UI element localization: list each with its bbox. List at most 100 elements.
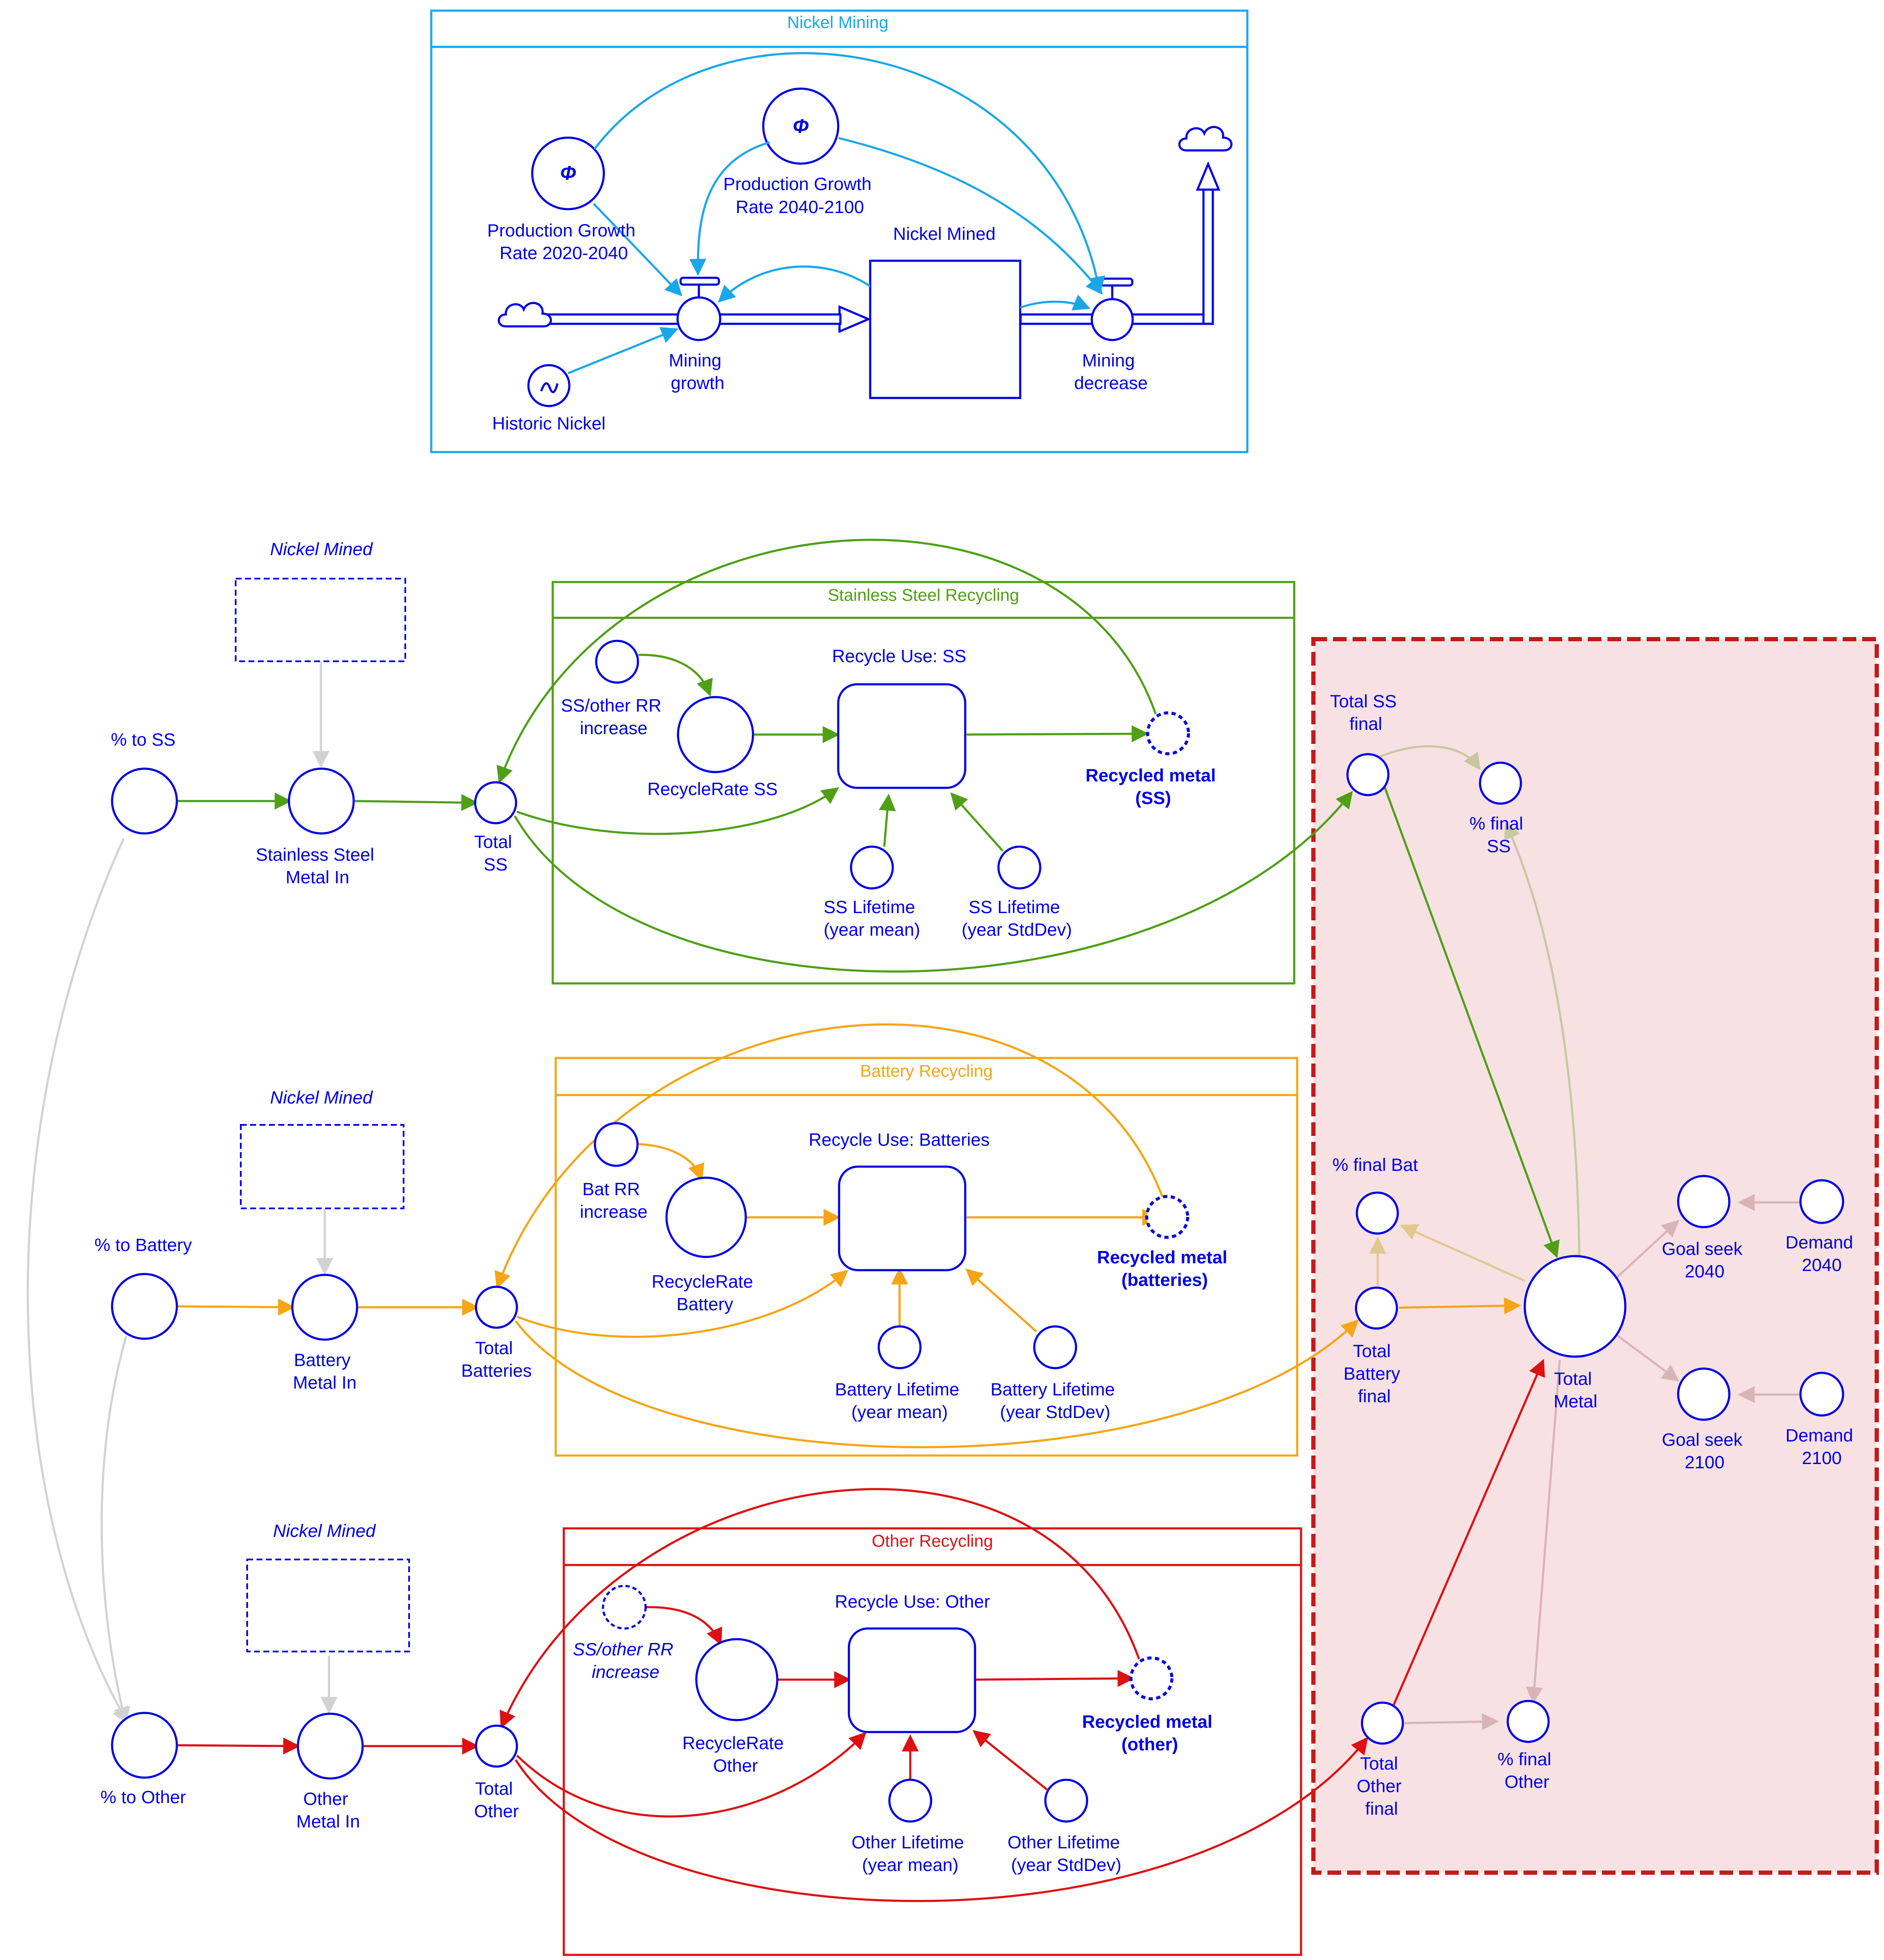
total-metal-node[interactable] (1523, 1255, 1627, 1358)
other-metal-in-label: Other Metal In (296, 1789, 360, 1831)
other-share-label: % to Other (101, 1787, 186, 1807)
ss-life-mean-node[interactable] (850, 845, 894, 890)
mining-growth-label: Mining growth (669, 350, 726, 393)
demand-2100-node[interactable] (1799, 1372, 1844, 1417)
ss-share-label: % to SS (111, 729, 176, 749)
battery-share-node[interactable] (111, 1273, 178, 1340)
totals-labels: Total SS final % final SS % final Bat To… (1330, 691, 1858, 1819)
other-life-sd-node[interactable] (1044, 1778, 1088, 1823)
total-metal-label: Total Metal (1554, 1369, 1598, 1411)
goal-2100-label: Goal seek 2100 (1662, 1430, 1748, 1472)
pct-bat-label: % final Bat (1333, 1155, 1418, 1175)
phi-icon: Φ (793, 115, 809, 137)
nickel-mined-stock[interactable] (869, 259, 1021, 399)
ss-life-sd-label: SS Lifetime (year StdDev) (961, 897, 1072, 940)
battery-nodes (111, 1122, 1189, 1369)
other-life-sd-label: Other Lifetime (year StdDev) (1007, 1832, 1125, 1875)
bat-final-label: Total Battery final (1344, 1341, 1405, 1406)
other-life-mean-label: Other Lifetime (year mean) (851, 1832, 969, 1875)
battery-metal-in-label: Battery Metal In (293, 1350, 356, 1392)
ss-rr-increase-node[interactable] (595, 640, 639, 684)
growth-rate-2020-node[interactable]: Φ (531, 136, 605, 210)
ss-total-label: Total SS (474, 832, 517, 874)
ss-recycled-label: Recycled metal (SS) (1085, 765, 1221, 808)
ss-share-node[interactable] (111, 767, 178, 835)
battery-total-label: Total Batteries (461, 1338, 532, 1381)
other-stock-label: Recycle Use: Other (835, 1591, 990, 1611)
bat-final-node[interactable] (1355, 1286, 1398, 1330)
goal-2100-node[interactable] (1677, 1367, 1731, 1421)
battery-rr-increase-node[interactable] (594, 1122, 639, 1167)
battery-life-mean-node[interactable] (877, 1325, 922, 1369)
nickel-mining-group: Nickel Mining Nickel Mined (430, 9, 1249, 453)
phi-icon: Φ (560, 162, 576, 184)
other-share-node[interactable] (111, 1712, 178, 1779)
sine-wave-icon (540, 382, 559, 393)
battery-life-sd-node[interactable] (1033, 1325, 1077, 1369)
battery-labels: Nickel Mined % to Battery Battery Metal … (95, 1087, 1232, 1422)
ss-final-node[interactable] (1346, 753, 1390, 796)
ss-recycled-metal-ghost[interactable] (1146, 711, 1190, 755)
battery-recycle-rate-node[interactable] (665, 1176, 747, 1258)
battery-ghost-label: Nickel Mined (270, 1087, 373, 1107)
growth-rate-2040-label: Production Growth Rate 2040-2100 (723, 174, 877, 217)
other-recycle-rate-label: RecycleRate Other (682, 1733, 789, 1776)
battery-metal-in-node[interactable] (291, 1274, 358, 1341)
ss-recycle-use-stock[interactable] (837, 683, 967, 789)
battery-recycled-metal-ghost[interactable] (1145, 1195, 1189, 1239)
other-rr-increase-ghost[interactable] (602, 1585, 647, 1630)
demand-2100-label: Demand 2100 (1786, 1425, 1858, 1468)
growth-rate-2040-node[interactable]: Φ (762, 87, 840, 165)
mining-group-title: Nickel Mining (787, 13, 889, 32)
pct-other-node[interactable] (1506, 1700, 1550, 1743)
mining-growth-valve[interactable] (676, 277, 721, 341)
battery-recycled-label: Recycled metal (batteries) (1097, 1247, 1232, 1290)
other-nodes (111, 1559, 1174, 1823)
pct-bat-node[interactable] (1356, 1191, 1399, 1235)
demand-2040-label: Demand 2040 (1786, 1232, 1858, 1275)
battery-nickel-mined-ghost[interactable] (240, 1124, 404, 1209)
other-final-node[interactable] (1361, 1701, 1404, 1745)
battery-rr-increase-label: Bat RR increase (580, 1179, 648, 1222)
totals-nodes (1346, 753, 1844, 1745)
pct-ss-node[interactable] (1479, 761, 1522, 805)
other-recycle-rate-node[interactable] (695, 1638, 779, 1721)
goal-2040-node[interactable] (1677, 1175, 1731, 1228)
battery-total-node[interactable] (475, 1286, 518, 1329)
growth-rate-2020-label: Production Growth Rate 2020-2040 (487, 220, 641, 263)
ss-nickel-mined-ghost[interactable] (235, 578, 406, 662)
mining-decrease-label: Mining decrease (1074, 350, 1148, 393)
pct-ss-label: % final SS (1469, 813, 1528, 856)
other-metal-in-node[interactable] (297, 1712, 364, 1780)
ss-life-sd-node[interactable] (997, 845, 1042, 890)
battery-life-mean-label: Battery Lifetime (year mean) (835, 1379, 964, 1422)
historic-nickel-node[interactable] (527, 364, 571, 407)
battery-group-title: Battery Recycling (860, 1062, 992, 1081)
other-nickel-mined-ghost[interactable] (246, 1559, 410, 1652)
mining-connectors (568, 52, 1105, 375)
totals-panel (1311, 637, 1879, 1875)
other-recycled-metal-ghost[interactable] (1129, 1656, 1174, 1701)
other-recycle-use-stock[interactable] (848, 1627, 976, 1733)
battery-life-sd-label: Battery Lifetime (year StdDev) (990, 1379, 1119, 1422)
ss-recycle-rate-label: RecycleRate SS (647, 779, 778, 799)
other-rr-increase-label: SS/other RR increase (573, 1639, 678, 1682)
goal-2040-label: Goal seek 2040 (1662, 1239, 1748, 1281)
other-total-node[interactable] (475, 1724, 518, 1768)
ss-total-node[interactable] (474, 781, 517, 824)
demand-2040-node[interactable] (1799, 1179, 1844, 1224)
ss-recycle-rate-node[interactable] (677, 696, 754, 773)
battery-recycle-rate-label: RecycleRate Battery (652, 1271, 758, 1314)
ss-recycling-group: Stainless Steel Recycling (551, 581, 1295, 985)
other-life-mean-node[interactable] (888, 1778, 932, 1823)
ss-connectors (177, 539, 1353, 973)
ss-metal-in-node[interactable] (288, 767, 355, 835)
battery-connectors (177, 1023, 1359, 1448)
other-labels: Nickel Mined % to Other Other Metal In T… (101, 1521, 1212, 1875)
ss-labels: Nickel Mined % to SS Stainless Steel Met… (111, 539, 1221, 940)
battery-recycle-use-stock[interactable] (838, 1165, 967, 1271)
ss-ghost-label: Nickel Mined (270, 539, 373, 559)
ss-metal-in-label: Stainless Steel Metal In (256, 845, 379, 887)
other-total-label: Total Other (474, 1778, 519, 1821)
